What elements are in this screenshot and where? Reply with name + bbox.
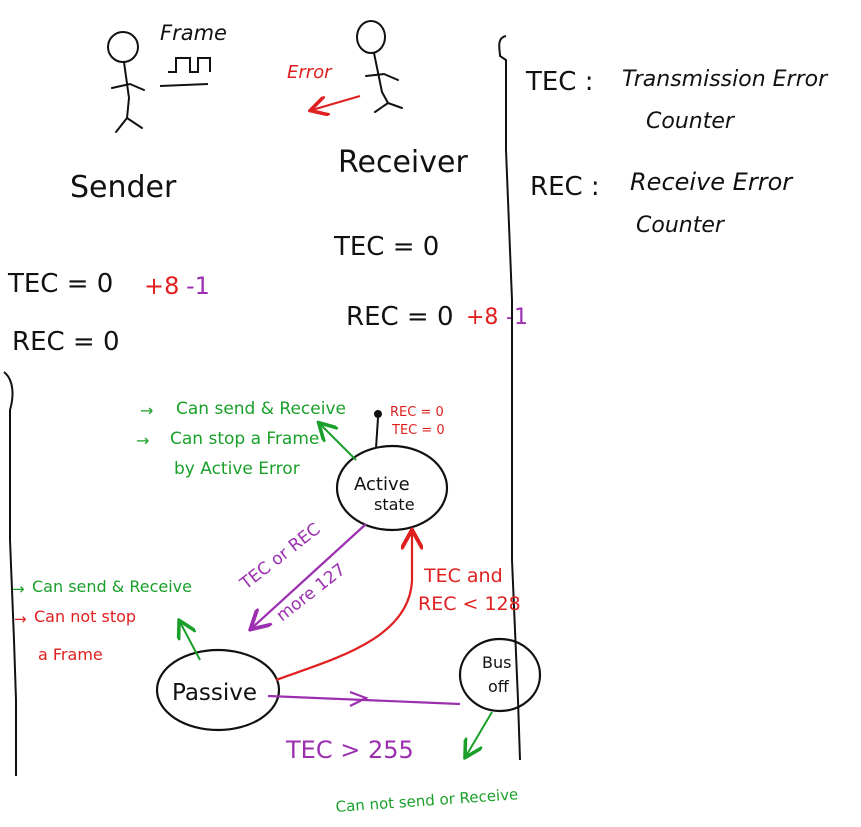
transition-passive-to-active-label2: REC < 128 [418, 593, 521, 615]
active-note-bullet2: → [136, 431, 149, 450]
transition-passive-to-busoff-label: TEC > 255 [285, 736, 414, 764]
busoff-note-arrow [466, 711, 493, 756]
initial-state-dot [374, 410, 382, 418]
passive-note1: Can send & Receive [32, 577, 192, 596]
sender-tec-increment: +8 [144, 272, 179, 300]
active-state-label-line2: state [374, 495, 415, 514]
legend-rec-full-line1: Receive Error [630, 168, 794, 196]
right-divider [498, 35, 521, 761]
receiver-rec: REC = 0 [346, 302, 454, 332]
receiver-label: Receiver [338, 145, 468, 180]
active-note-arrow [320, 424, 357, 461]
legend-rec-full-line2: Counter [636, 213, 726, 238]
active-note2: Can stop a Frame [170, 429, 319, 449]
transition-passive-to-active-label1: TEC and [423, 565, 503, 587]
left-bracket [3, 371, 17, 776]
busoff-state-node: Bus off [458, 637, 542, 713]
error-arrow [312, 95, 361, 110]
frame-underline [159, 83, 209, 87]
passive-note-arrow [180, 622, 201, 661]
receiver-figure [356, 20, 403, 113]
busoff-label-line2: off [488, 677, 510, 696]
active-note1: Can send & Receive [176, 399, 346, 419]
receiver-tec: TEC = 0 [333, 232, 439, 262]
transition-active-to-passive [252, 523, 367, 628]
transition-passive-to-active [275, 532, 412, 682]
sender-figure [107, 31, 145, 133]
active-state-label-line1: Active [354, 474, 410, 495]
busoff-note: Can not send or Receive [335, 785, 519, 816]
receiver-rec-decrement: -1 [506, 305, 528, 330]
frame-signal-icon [168, 57, 211, 73]
passive-note2: Can not stop [34, 607, 136, 626]
frame-label: Frame [160, 21, 227, 45]
legend-tec-full-line2: Counter [646, 109, 736, 134]
init-tec: TEC = 0 [391, 423, 445, 438]
passive-state-node: Passive [155, 648, 281, 732]
transition-active-to-passive-label2: more 127 [273, 560, 350, 626]
sender-tec: TEC = 0 [7, 269, 113, 299]
sender-rec: REC = 0 [12, 327, 120, 357]
receiver-rec-increment: +8 [466, 305, 498, 330]
error-label: Error [287, 62, 333, 83]
passive-note-bullet1: → [12, 580, 25, 598]
transition-passive-to-busoff-arrowhead [349, 690, 369, 707]
active-note-bullet1: → [140, 401, 153, 420]
active-note3: by Active Error [174, 459, 300, 479]
initial-state-line [375, 417, 379, 449]
passive-note-bullet2: → [14, 610, 27, 628]
sender-label: Sender [70, 170, 177, 205]
passive-state-label: Passive [172, 680, 257, 706]
passive-note3: a Frame [38, 645, 103, 664]
legend-tec-full-line1: Transmission Error [622, 67, 829, 92]
init-rec: REC = 0 [390, 405, 444, 420]
legend-rec-abbr: REC : [530, 172, 600, 202]
busoff-label-line1: Bus [482, 653, 511, 672]
active-state-node: Active state [335, 444, 449, 532]
legend-tec-abbr: TEC : [525, 67, 594, 97]
sender-tec-decrement: -1 [186, 272, 210, 300]
